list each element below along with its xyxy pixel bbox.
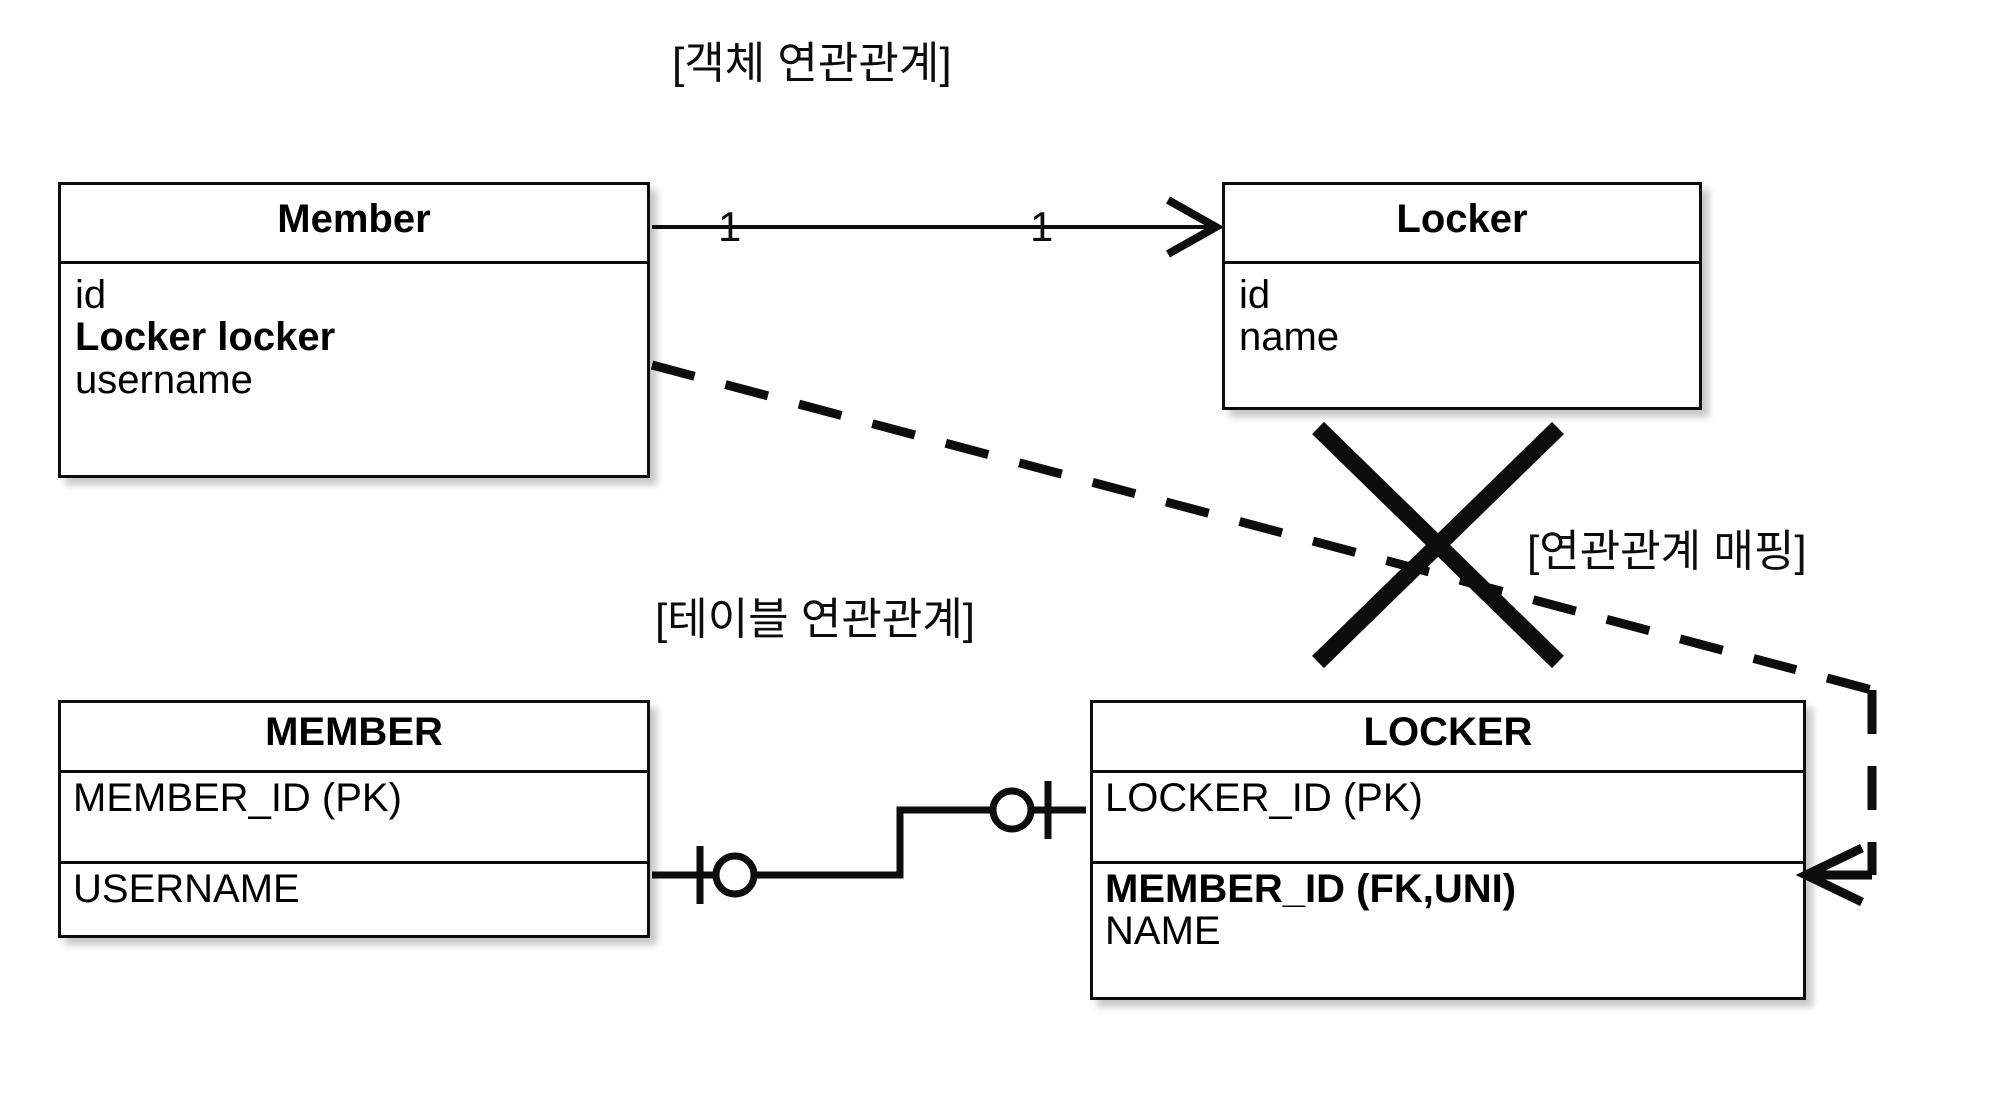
cardinality-label-right: 1 [1030,203,1054,250]
entity-attribute-member-locker: Locker locker [75,315,336,360]
entity-box-member[interactable]: Member id Locker locker username [58,182,650,478]
entity-attribute-locker-id: id [1239,273,1271,317]
x-cross-mark-icon [1312,421,1564,669]
caption-object-association: [객체 연관관계] [672,39,952,88]
table-column-locker-name: NAME [1105,909,1221,954]
table-box-member[interactable]: MEMBER MEMBER_ID (PK) USERNAME [58,700,650,938]
table-column-member-id-pk: MEMBER_ID (PK) [73,776,402,820]
table-cell-locker-pk: LOCKER_ID (PK) [1093,773,1803,864]
entity-attribute-locker-name: name [1239,315,1340,360]
table-association-crowsfoot [652,781,1086,904]
table-cell-member-username: USERNAME [61,864,647,911]
entity-attribute-list-member: id Locker locker username [61,264,647,402]
cardinality-label-left: 1 [718,203,742,250]
caption-relation-mapping: [연관관계 매핑] [1527,527,1807,576]
table-cell-locker-fk-name: MEMBER_ID (FK,UNI) NAME [1093,864,1803,953]
entity-title-locker: Locker [1225,185,1699,264]
entity-attribute-member-id: id [75,273,107,317]
table-column-locker-member-id-fk: MEMBER_ID (FK,UNI) [1105,867,1517,911]
caption-table-association: [테이블 연관관계] [655,595,976,644]
table-column-member-username: USERNAME [73,867,300,911]
table-cell-member-pk: MEMBER_ID (PK) [61,773,647,864]
table-box-locker[interactable]: LOCKER LOCKER_ID (PK) MEMBER_ID (FK,UNI)… [1090,700,1806,1000]
table-title-locker: LOCKER [1093,703,1803,773]
table-title-member: MEMBER [61,703,647,773]
entity-attribute-list-locker: id name [1225,264,1699,359]
entity-attribute-member-username: username [75,357,253,402]
entity-title-member: Member [61,185,647,264]
table-column-locker-id-pk: LOCKER_ID (PK) [1105,776,1423,820]
entity-box-locker[interactable]: Locker id name [1222,182,1702,410]
